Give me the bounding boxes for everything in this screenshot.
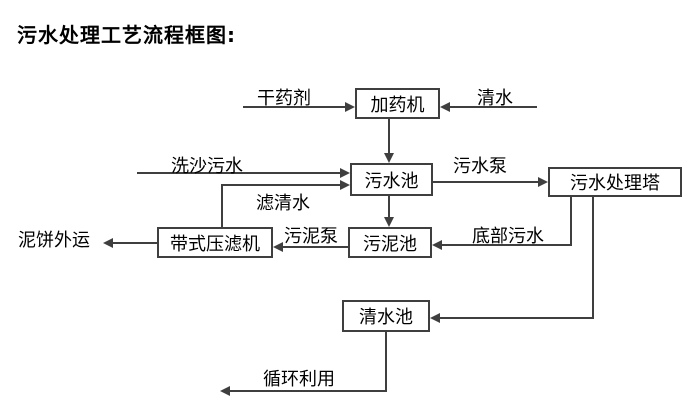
edge-tower-to-clean-pool-hline <box>440 317 594 319</box>
node-belt-filter-press: 带式压滤机 <box>157 227 273 258</box>
edge-filtered-water-hline <box>221 184 340 186</box>
edge-dry-agent-arrowhead-right-icon <box>345 102 355 112</box>
edge-sludge-pump-label: 污泥泵 <box>284 226 338 247</box>
edge-clean-water-label: 清水 <box>477 88 513 109</box>
edge-tower-to-clean-pool-vline <box>592 197 594 319</box>
edge-clean-water-arrowhead-left-icon <box>440 102 450 112</box>
edge-pool-to-sludge-line <box>388 196 390 217</box>
edge-recycling-hline <box>230 390 387 392</box>
edge-dry-agent-line <box>243 106 346 108</box>
edge-clean-water-line <box>450 106 537 108</box>
edge-bottom-sewage-label: 底部污水 <box>472 226 544 247</box>
edge-recycling-arrowhead-left-icon <box>220 386 230 396</box>
node-clean-water-pool: 清水池 <box>342 300 430 332</box>
edge-sand-washing-line <box>137 172 340 174</box>
edge-recycling-label: 循环利用 <box>263 369 335 390</box>
edge-filtered-water-arrowhead-right-icon <box>340 180 350 190</box>
edge-sewage-pump-line <box>433 181 538 183</box>
edge-dosing-to-sewage-pool-line <box>388 119 390 154</box>
edge-filtered-water-vline <box>221 184 223 227</box>
node-dosing-machine: 加药机 <box>355 88 440 119</box>
node-sludge-pool: 污泥池 <box>348 227 432 258</box>
edge-sewage-pump-arrowhead-right-icon <box>538 177 548 187</box>
edge-dry-agent-label: 干药剂 <box>257 88 311 109</box>
page-title: 污水处理工艺流程框图: <box>17 23 236 47</box>
node-sewage-pool: 污水池 <box>350 163 433 196</box>
edge-sewage-pump-label: 污水泵 <box>453 156 507 177</box>
edge-dosing-to-sewage-pool-arrowhead-down-icon <box>384 153 394 163</box>
edge-sludge-pump-line <box>283 246 348 248</box>
edge-filtered-water-label: 滤清水 <box>256 193 310 214</box>
edge-mud-cake-line <box>113 242 157 244</box>
edge-mud-cake-arrowhead-left-icon <box>103 238 113 248</box>
edge-bottom-sewage-vline <box>570 197 572 246</box>
edge-sand-washing-arrowhead-right-icon <box>340 168 350 178</box>
node-sewage-treatment-tower: 污水处理塔 <box>548 167 682 197</box>
edge-mud-cake-label: 泥饼外运 <box>18 230 90 251</box>
edge-sludge-pump-arrowhead-left-icon <box>273 242 283 252</box>
edge-recycling-vline <box>385 332 387 391</box>
edge-sand-washing-label: 洗沙污水 <box>171 156 243 177</box>
edge-tower-to-clean-pool-arrowhead-left-icon <box>430 313 440 323</box>
edge-bottom-sewage-arrowhead-left-icon <box>432 240 442 250</box>
edge-pool-to-sludge-arrowhead-down-icon <box>384 217 394 227</box>
edge-bottom-sewage-hline <box>442 244 572 246</box>
